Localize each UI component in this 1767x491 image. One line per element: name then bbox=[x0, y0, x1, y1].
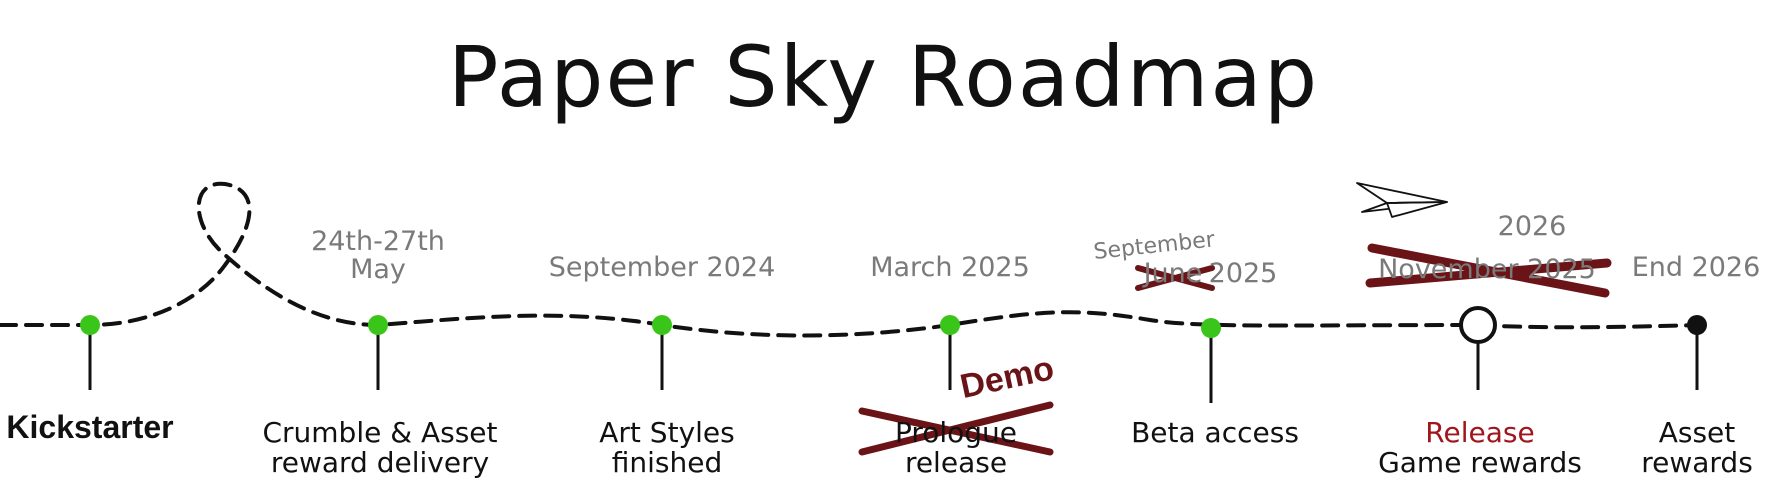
strike-june bbox=[1135, 265, 1215, 291]
milestone-dot-2 bbox=[368, 315, 388, 335]
milestone-ring-6 bbox=[1459, 306, 1497, 344]
milestone-dot-1 bbox=[80, 315, 100, 335]
strike-prologue bbox=[858, 401, 1054, 456]
label-release-line-1: Release bbox=[1425, 416, 1535, 449]
label-art-styles-line-2: finished bbox=[611, 446, 723, 479]
date-5-suffix: 2025 bbox=[1208, 258, 1278, 289]
label-art-styles: Art Styles finished bbox=[572, 418, 762, 478]
label-release: Release Game rewards bbox=[1362, 418, 1598, 478]
date-7: End 2026 bbox=[1631, 252, 1761, 283]
date-2: 24th-27th May bbox=[300, 228, 456, 284]
label-asset-rewards-line-1: Asset bbox=[1658, 416, 1736, 449]
date-6-replacement: 2026 bbox=[1497, 211, 1567, 242]
label-asset-rewards: Asset rewards bbox=[1630, 418, 1764, 478]
date-2-line-2: May bbox=[350, 254, 406, 285]
label-prologue-line-1: Prologue bbox=[894, 416, 1018, 449]
page-title: Paper Sky Roadmap bbox=[447, 28, 1320, 126]
label-crumble-line-1: Crumble & Asset bbox=[262, 416, 498, 449]
label-beta-access: Beta access bbox=[1131, 416, 1299, 449]
label-release-line-2: Game rewards bbox=[1378, 446, 1582, 479]
date-4: March 2025 bbox=[870, 252, 1030, 283]
milestone-dot-7 bbox=[1687, 315, 1707, 335]
date-6-struck: November 2025 bbox=[1378, 254, 1596, 285]
label-asset-rewards-line-2: rewards bbox=[1641, 446, 1753, 479]
milestone-dot-5 bbox=[1201, 318, 1221, 338]
label-kickstarter: Kickstarter bbox=[6, 409, 174, 445]
date-2-line-1: 24th-27th bbox=[311, 226, 445, 257]
label-art-styles-line-1: Art Styles bbox=[599, 416, 735, 449]
strike-november bbox=[1365, 243, 1612, 298]
milestone-dot-4 bbox=[940, 315, 960, 335]
label-crumble: Crumble & Asset reward delivery bbox=[248, 418, 512, 478]
label-prologue-line-2: release bbox=[904, 446, 1008, 479]
paper-plane-icon bbox=[1356, 182, 1448, 218]
date-3: September 2024 bbox=[548, 252, 776, 283]
label-crumble-line-2: reward delivery bbox=[270, 446, 490, 479]
milestone-dot-3 bbox=[652, 315, 672, 335]
label-prologue: Prologue release bbox=[862, 418, 1050, 478]
date-5-struck: June bbox=[1143, 258, 1203, 289]
